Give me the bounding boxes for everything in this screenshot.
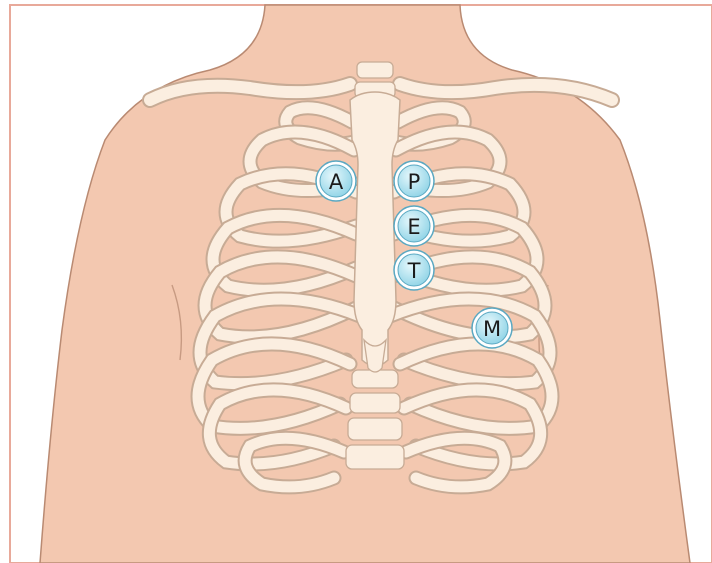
vertebra — [350, 393, 400, 413]
vertebra — [348, 418, 402, 440]
marker-label: M — [483, 317, 501, 341]
marker-label: P — [408, 170, 421, 194]
vertebra — [352, 370, 398, 388]
vertebra — [346, 445, 404, 469]
marker-label: E — [407, 215, 420, 239]
marker-label: A — [329, 170, 344, 194]
marker-p: P — [394, 161, 434, 201]
vertebra — [357, 62, 393, 78]
marker-label: T — [407, 259, 421, 283]
marker-a: A — [316, 161, 356, 201]
marker-t: T — [394, 250, 434, 290]
marker-m: M — [472, 308, 512, 348]
marker-e: E — [394, 206, 434, 246]
